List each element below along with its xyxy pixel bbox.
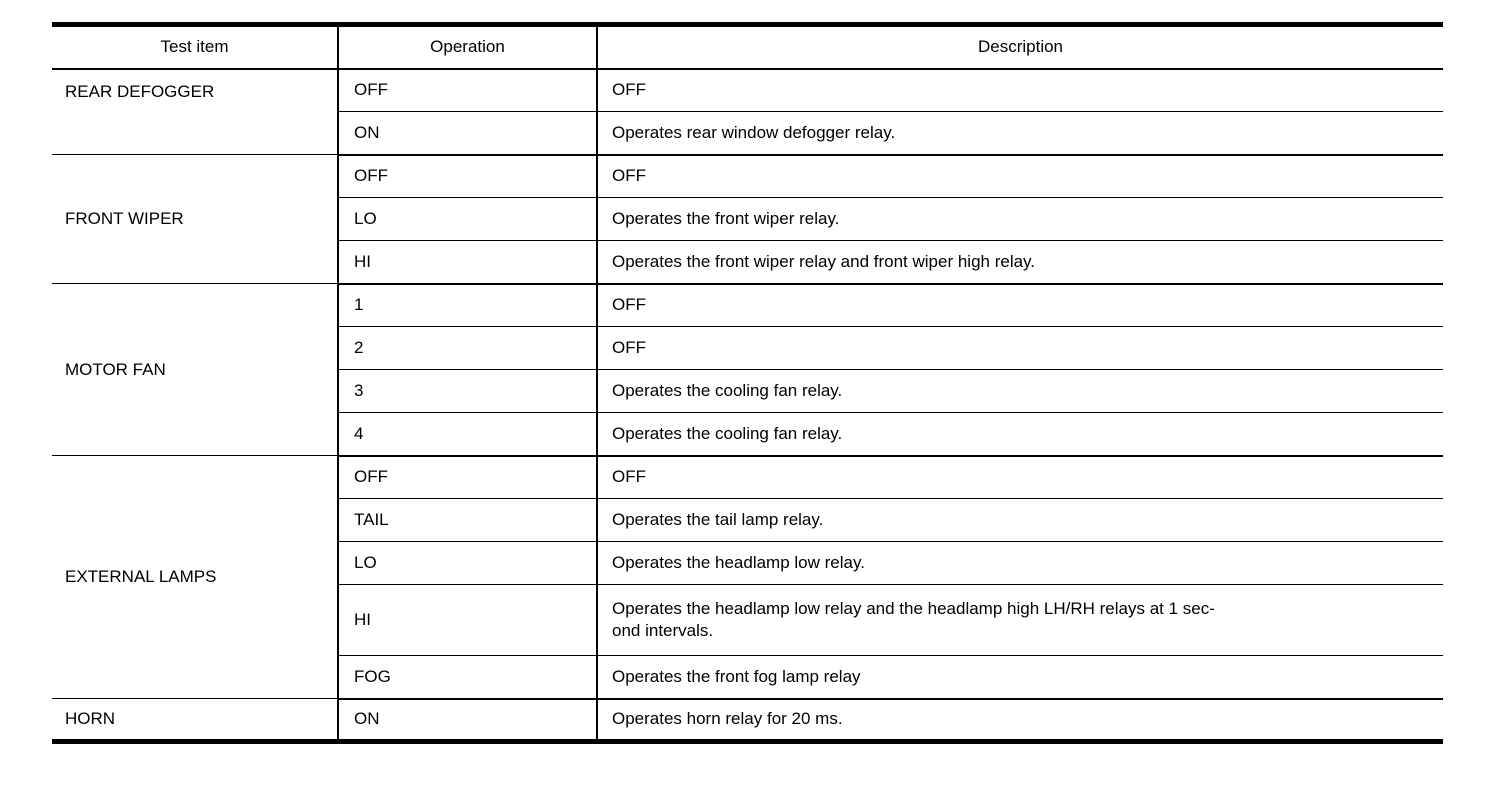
operation-cell: LO	[338, 197, 598, 241]
table-header-row: Test item Operation Description	[52, 24, 1443, 70]
table-row: FRONT WIPER OFF OFF	[52, 154, 1443, 284]
table-row: 4 Operates the cooling fan relay.	[52, 412, 1443, 457]
column-header-description: Description	[597, 24, 1443, 70]
description-cell: Operates the headlamp low relay and the …	[597, 584, 1443, 656]
table-row: EXTERNAL LAMPS OFF OFF	[52, 455, 1443, 699]
table-row: HI Operates the headlamp low relay and t…	[52, 584, 1443, 656]
operation-cell: HI	[338, 240, 598, 285]
operation-cell: ON	[338, 111, 598, 156]
description-cell: OFF	[597, 326, 1443, 370]
description-cell: Operates the cooling fan relay.	[597, 412, 1443, 457]
test-item-cell: EXTERNAL LAMPS	[52, 455, 339, 699]
operation-cell: OFF	[338, 68, 598, 112]
table-row: LO Operates the front wiper relay.	[52, 197, 1443, 241]
description-cell: Operates the front wiper relay and front…	[597, 240, 1443, 285]
operation-cell: TAIL	[338, 498, 598, 542]
description-cell: Operates rear window defogger relay.	[597, 111, 1443, 156]
table-row: HORN ON Operates horn relay for 20 ms.	[52, 698, 1443, 742]
table-row: TAIL Operates the tail lamp relay.	[52, 498, 1443, 542]
table-row: ON Operates rear window defogger relay.	[52, 111, 1443, 156]
description-cell: OFF	[597, 455, 1443, 499]
table-row: 2 OFF	[52, 326, 1443, 370]
operation-cell: OFF	[338, 455, 598, 499]
operation-cell: FOG	[338, 655, 598, 700]
table-row: MOTOR FAN 1 OFF	[52, 283, 1443, 456]
table-row: FOG Operates the front fog lamp relay	[52, 655, 1443, 700]
test-item-cell: REAR DEFOGGER	[52, 68, 339, 155]
active-test-table: Test item Operation Description REAR DEF…	[52, 22, 1443, 744]
table-row: 3 Operates the cooling fan relay.	[52, 369, 1443, 413]
description-cell: Operates the tail lamp relay.	[597, 498, 1443, 542]
column-header-operation: Operation	[338, 24, 598, 70]
table-row: REAR DEFOGGER OFF OFF	[52, 68, 1443, 155]
test-item-cell: HORN	[52, 698, 339, 742]
test-item-cell: MOTOR FAN	[52, 283, 339, 456]
description-cell: OFF	[597, 283, 1443, 327]
column-header-test-item: Test item	[52, 24, 339, 70]
description-cell: Operates the cooling fan relay.	[597, 369, 1443, 413]
table-row: LO Operates the headlamp low relay.	[52, 541, 1443, 585]
operation-cell: LO	[338, 541, 598, 585]
table-row: HI Operates the front wiper relay and fr…	[52, 240, 1443, 285]
operation-cell: OFF	[338, 154, 598, 198]
operation-cell: 2	[338, 326, 598, 370]
description-cell: Operates the headlamp low relay.	[597, 541, 1443, 585]
operation-cell: 4	[338, 412, 598, 457]
description-cell: Operates horn relay for 20 ms.	[597, 698, 1443, 742]
description-cell: Operates the front wiper relay.	[597, 197, 1443, 241]
operation-cell: 1	[338, 283, 598, 327]
test-item-cell: FRONT WIPER	[52, 154, 339, 284]
operation-cell: HI	[338, 584, 598, 656]
operation-cell: ON	[338, 698, 598, 742]
description-cell: OFF	[597, 68, 1443, 112]
operation-cell: 3	[338, 369, 598, 413]
description-cell: Operates the front fog lamp relay	[597, 655, 1443, 700]
description-cell: OFF	[597, 154, 1443, 198]
